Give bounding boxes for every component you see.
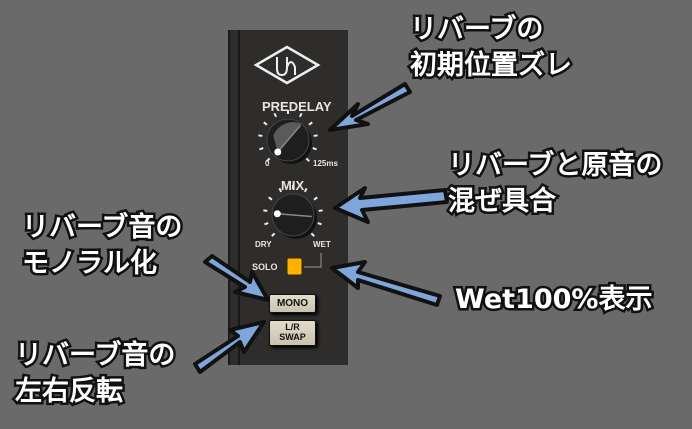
knob-tick (266, 157, 271, 162)
note-line: モノラル化 (19, 246, 159, 282)
arrow-predelay-icon (328, 82, 412, 132)
knob-tick (312, 147, 317, 151)
note-predelay: リバーブの 初期位置ズレ (408, 12, 575, 84)
predelay-min-label: 0 (265, 159, 270, 168)
lr-swap-button[interactable]: L/R SWAP (269, 320, 316, 346)
mix-knob (263, 185, 323, 239)
arrow-solo-icon (330, 260, 442, 307)
note-line: 左右反転 (12, 374, 125, 410)
knob-tick (273, 112, 278, 118)
note-solo: Wet100%表示 (452, 282, 654, 318)
predelay-knob (258, 110, 318, 164)
arrow-swap-icon (193, 320, 266, 374)
knob-tick (313, 196, 318, 201)
solo-bracket (304, 253, 322, 268)
knob-tick (317, 222, 322, 226)
note-swap: リバーブ音の 左右反転 (12, 338, 177, 410)
predelay-label: PREDELAY (262, 99, 332, 114)
knob-tick (263, 209, 268, 212)
mix-dry-label: DRY (255, 240, 272, 249)
knob-tick (259, 147, 264, 151)
note-mix: リバーブと原音の 混ぜ具合 (445, 148, 664, 220)
note-line: リバーブ音の (19, 210, 184, 246)
knob-pointer (277, 213, 312, 218)
mix-wet-label: WET (313, 240, 331, 249)
knob-tick (298, 112, 303, 118)
note-line: 初期位置ズレ (408, 48, 575, 84)
swap-label-2: SWAP (279, 332, 306, 342)
knob-tick (313, 134, 318, 137)
arrow-mono-icon (203, 254, 270, 302)
ua-logo-icon (253, 45, 321, 85)
knob-tick (278, 187, 283, 193)
knob-highlight (273, 122, 302, 152)
predelay-max-label: 125ms (313, 159, 338, 168)
note-line: リバーブ音の (12, 338, 177, 374)
note-line: 混ぜ具合 (445, 184, 558, 220)
knob-dot (273, 210, 281, 218)
arrow-mix-icon (333, 186, 449, 224)
note-mono: リバーブ音の モノラル化 (19, 210, 184, 282)
knob-tick (264, 222, 269, 226)
solo-label: SOLO (252, 262, 278, 272)
knob-tick (303, 187, 308, 193)
mix-label: MIX (281, 178, 305, 193)
knob-tick (268, 196, 273, 201)
knob-tick (271, 232, 276, 237)
knob-tick (310, 232, 315, 237)
knob-tick (305, 157, 310, 162)
panel-edge (238, 30, 240, 365)
mono-button[interactable]: MONO (269, 294, 316, 313)
arrows (193, 82, 449, 374)
note-line: リバーブの (408, 12, 546, 48)
swap-label-1: L/R (285, 322, 300, 332)
knob-tick (263, 121, 268, 126)
knob-pointer (277, 125, 301, 153)
knob-tick (258, 134, 263, 137)
knob-tick (308, 121, 313, 126)
note-line: リバーブと原音の (445, 148, 664, 184)
knob-tick (318, 209, 323, 212)
knob-dot (274, 148, 282, 156)
solo-led (286, 257, 303, 276)
